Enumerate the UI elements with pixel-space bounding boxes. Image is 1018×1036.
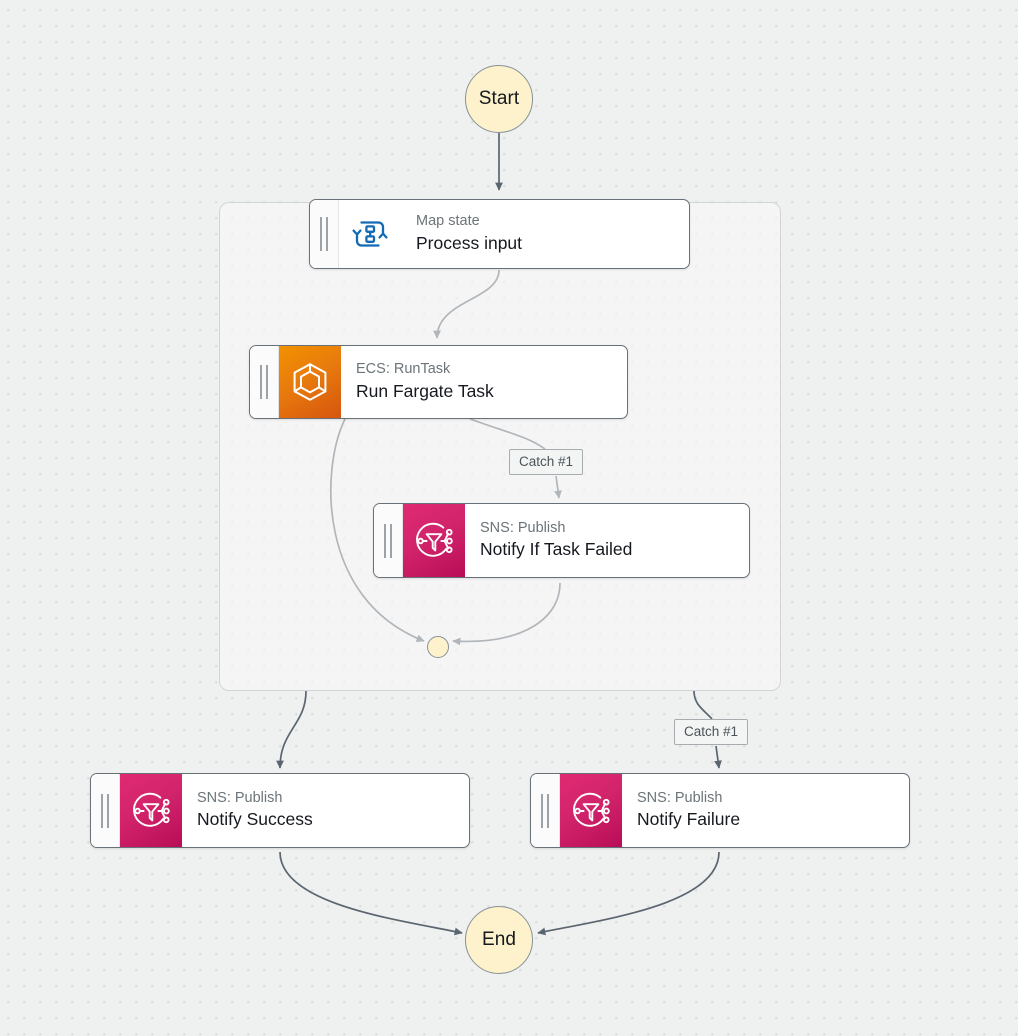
state-notify-success[interactable]: SNS: Publish Notify Success [90, 773, 470, 848]
drag-handle[interactable] [374, 504, 403, 577]
end-label: End [481, 929, 517, 950]
end-node[interactable]: End [465, 906, 533, 974]
state-labels: SNS: Publish Notify Success [182, 774, 469, 847]
state-subtitle: SNS: Publish [197, 789, 283, 806]
edge-label-text: Catch #1 [519, 454, 574, 469]
edge-label-text: Catch #1 [684, 724, 739, 739]
map-iteration-junction[interactable] [427, 636, 449, 658]
drag-handle[interactable] [91, 774, 120, 847]
start-label: Start [478, 88, 520, 109]
state-labels: Map state Process input [401, 200, 689, 268]
edge-label-catch-inner[interactable]: Catch #1 [509, 449, 584, 475]
state-title: Notify Failure [637, 809, 741, 830]
state-title: Run Fargate Task [356, 380, 494, 401]
state-subtitle: SNS: Publish [637, 789, 723, 806]
sns-icon [560, 774, 622, 847]
sns-icon [120, 774, 182, 847]
edge-notify-failure-to-end [537, 851, 720, 936]
drag-handle[interactable] [250, 346, 279, 418]
edge-map-group-to-notify-success [276, 690, 307, 769]
state-notify-if-task-failed[interactable]: SNS: Publish Notify If Task Failed [373, 503, 750, 578]
edge-map-group-to-catch1-outer [693, 690, 713, 720]
state-notify-failure[interactable]: SNS: Publish Notify Failure [530, 773, 910, 848]
ecs-container-icon [279, 346, 341, 418]
start-node[interactable]: Start [465, 65, 533, 133]
edge-label-catch-outer[interactable]: Catch #1 [674, 719, 749, 745]
state-labels: SNS: Publish Notify Failure [622, 774, 909, 847]
state-title: Notify Success [197, 809, 313, 830]
state-labels: ECS: RunTask Run Fargate Task [341, 346, 627, 418]
drag-handle[interactable] [310, 200, 339, 268]
state-subtitle: SNS: Publish [480, 519, 566, 536]
drag-handle[interactable] [531, 774, 560, 847]
state-process-input[interactable]: Map state Process input [309, 199, 690, 269]
edge-notify-success-to-end [279, 851, 463, 936]
state-labels: SNS: Publish Notify If Task Failed [465, 504, 749, 577]
state-run-fargate-task[interactable]: ECS: RunTask Run Fargate Task [249, 345, 628, 419]
state-subtitle: Map state [416, 213, 480, 230]
state-title: Notify If Task Failed [480, 539, 633, 560]
map-state-group[interactable] [219, 202, 781, 691]
state-title: Process input [416, 232, 523, 253]
state-subtitle: ECS: RunTask [356, 361, 451, 378]
sns-icon [403, 504, 465, 577]
map-state-icon [339, 200, 401, 268]
edge-catch1-outer-to-notify-failure [714, 745, 722, 769]
